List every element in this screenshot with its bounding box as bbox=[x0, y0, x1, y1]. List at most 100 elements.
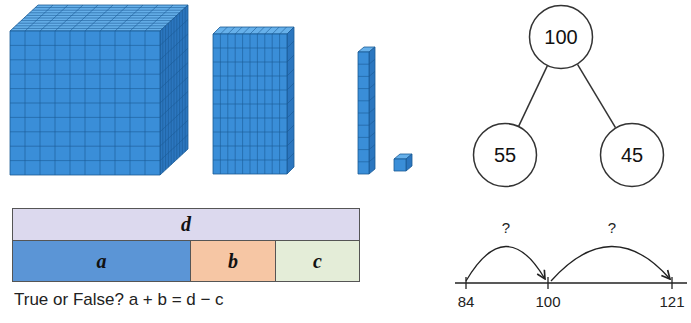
grid-line bbox=[272, 27, 279, 34]
grid-line bbox=[10, 146, 160, 147]
grid-line bbox=[213, 132, 287, 133]
grid-line bbox=[358, 161, 369, 162]
grid-line bbox=[10, 117, 160, 118]
hundred-flat bbox=[213, 27, 294, 174]
grid-line bbox=[213, 104, 287, 105]
node-label: c bbox=[313, 250, 322, 273]
grid-line bbox=[213, 76, 287, 77]
grid-line bbox=[369, 59, 375, 64]
block-face bbox=[10, 31, 160, 175]
base-ten-blocks bbox=[10, 5, 412, 175]
grid-line bbox=[21, 20, 171, 21]
grid-line bbox=[10, 45, 160, 46]
node-label: d bbox=[181, 213, 191, 236]
grid-line bbox=[213, 146, 287, 147]
grid-line bbox=[10, 88, 160, 89]
grid-line bbox=[18, 23, 168, 24]
grid-line bbox=[369, 157, 375, 162]
grid-line bbox=[287, 55, 294, 62]
grid-line bbox=[369, 96, 375, 101]
bar-part: c bbox=[275, 240, 360, 282]
node-label: a bbox=[97, 250, 107, 273]
block-face bbox=[406, 154, 412, 171]
bar-part: b bbox=[190, 240, 276, 282]
tick-mark bbox=[671, 277, 672, 289]
grid-line bbox=[287, 153, 294, 160]
ten-rod bbox=[358, 47, 375, 174]
grid-line bbox=[160, 120, 188, 146]
grid-line bbox=[27, 15, 177, 16]
thousand-cube bbox=[10, 5, 188, 175]
grid-line bbox=[287, 69, 294, 76]
number-bond-part: 45 bbox=[599, 122, 665, 188]
question-text: True or False? a + b = d − c bbox=[14, 290, 224, 310]
grid-line bbox=[287, 83, 294, 90]
grid-line bbox=[358, 149, 369, 150]
grid-line bbox=[287, 97, 294, 104]
grid-line bbox=[160, 63, 188, 89]
node-label: 100 bbox=[544, 26, 577, 49]
block-face bbox=[213, 34, 287, 174]
grid-line bbox=[213, 160, 287, 161]
grid-line bbox=[358, 113, 369, 114]
grid-line bbox=[10, 103, 160, 104]
jump-label: ? bbox=[608, 219, 616, 236]
grid-line bbox=[287, 125, 294, 132]
grid-line bbox=[358, 64, 369, 65]
circle-outline bbox=[474, 124, 537, 187]
number-line-label: 121 bbox=[659, 293, 684, 310]
grid-line bbox=[13, 28, 163, 29]
node-label: b bbox=[228, 250, 238, 273]
grid-line bbox=[257, 27, 264, 34]
grid-line bbox=[160, 77, 188, 103]
circle-outline bbox=[601, 124, 664, 187]
grid-line bbox=[235, 27, 242, 34]
grid-line bbox=[250, 27, 257, 34]
grid-line bbox=[160, 19, 188, 45]
grid-line bbox=[287, 41, 294, 48]
grid-line bbox=[160, 106, 188, 132]
grid-line bbox=[24, 18, 174, 19]
grid-line bbox=[287, 111, 294, 118]
grid-line bbox=[358, 88, 369, 89]
number-line-label: 84 bbox=[458, 293, 475, 310]
grid-line bbox=[358, 137, 369, 138]
grid-line bbox=[32, 10, 182, 11]
number-line bbox=[455, 246, 687, 289]
grid-line bbox=[213, 118, 287, 119]
grid-line bbox=[358, 100, 369, 101]
grid-line bbox=[213, 62, 287, 63]
bond-line bbox=[519, 66, 548, 126]
bar-part: a bbox=[12, 240, 191, 282]
grid-line bbox=[358, 76, 369, 77]
grid-line bbox=[10, 131, 160, 132]
tick-mark bbox=[547, 277, 548, 289]
grid-line bbox=[213, 90, 287, 91]
unit-cube bbox=[394, 154, 412, 171]
grid-line bbox=[30, 12, 180, 13]
grid-line bbox=[220, 27, 227, 34]
block-face bbox=[213, 27, 294, 34]
tick-mark bbox=[465, 277, 466, 289]
block-face bbox=[394, 159, 406, 171]
grid-line bbox=[369, 120, 375, 125]
grid-line bbox=[369, 71, 375, 76]
grid-line bbox=[35, 7, 185, 8]
grid-line bbox=[160, 91, 188, 117]
block-face bbox=[358, 52, 369, 174]
block-face bbox=[369, 47, 375, 174]
grid-line bbox=[265, 27, 272, 34]
node-label: 45 bbox=[621, 144, 643, 167]
grid-line bbox=[160, 135, 188, 161]
block-face bbox=[160, 5, 188, 175]
grid-line bbox=[213, 48, 287, 49]
grid-line bbox=[243, 27, 250, 34]
grid-line bbox=[369, 84, 375, 89]
grid-line bbox=[10, 59, 160, 60]
node-label: 55 bbox=[494, 144, 516, 167]
grid-line bbox=[16, 25, 166, 26]
grid-line bbox=[369, 132, 375, 137]
grid-line bbox=[228, 27, 235, 34]
grid-line bbox=[369, 108, 375, 113]
